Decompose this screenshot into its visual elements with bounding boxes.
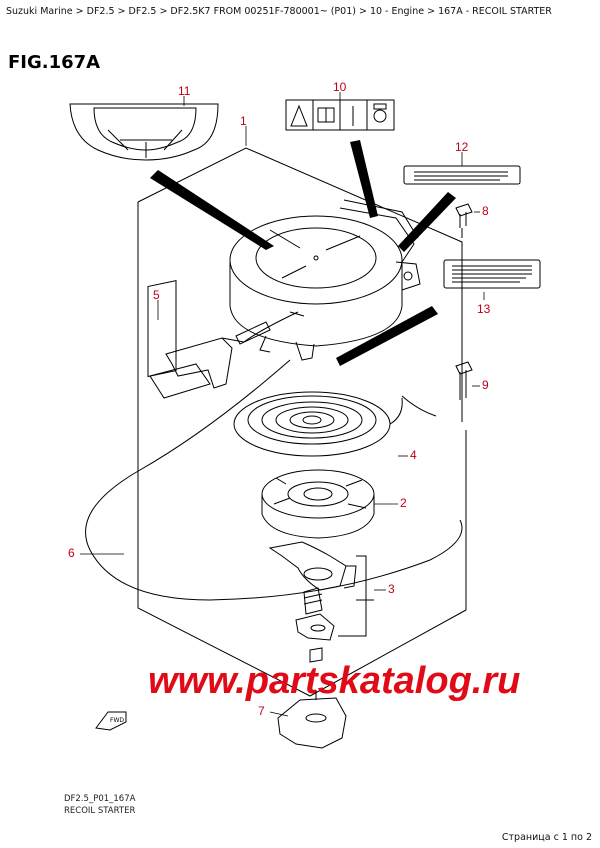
part-11-seal [69, 103, 219, 161]
pointer-wedges [150, 140, 456, 366]
callout-2: 2 [400, 496, 407, 510]
callout-3: 3 [388, 582, 395, 596]
figure-title: FIG.167A [8, 52, 101, 73]
part-13-label [443, 259, 541, 289]
part-8-bolt [455, 203, 473, 238]
part-9-bolt [455, 361, 473, 408]
part-1-housing [229, 199, 421, 361]
leader-lines [80, 92, 485, 717]
callout-6: 6 [68, 546, 75, 560]
callout-5: 5 [153, 288, 160, 302]
part-7-guide [277, 690, 347, 749]
callout-9: 9 [482, 378, 489, 392]
fwd-label: FWD [110, 717, 124, 724]
assembly-box [137, 147, 467, 697]
breadcrumb[interactable]: Suzuki Marine > DF2.5 > DF2.5 > DF2.5K7 … [6, 6, 552, 17]
callout-12: 12 [455, 140, 469, 154]
callout-4: 4 [410, 448, 417, 462]
part-12-label [403, 165, 521, 185]
callout-1: 1 [240, 114, 247, 128]
callout-13: 13 [477, 302, 491, 316]
callout-7: 7 [258, 704, 265, 718]
figure-name: RECOIL STARTER [64, 806, 136, 816]
part-10-warning-label [285, 99, 395, 131]
callout-8: 8 [482, 204, 489, 218]
callout-10: 10 [333, 80, 347, 94]
part-5-handle [147, 279, 271, 399]
pagination: Страница с 1 по 2 [501, 832, 592, 843]
figure-code: DF2.5_P01_167A [64, 794, 136, 804]
part-6-rope [85, 311, 463, 601]
part-3-ratchet [268, 541, 374, 663]
callout-11: 11 [178, 84, 191, 98]
part-4-spring [233, 391, 403, 457]
fwd-arrow-icon: FWD [95, 711, 127, 731]
watermark: www.partskatalog.ru [148, 660, 521, 702]
part-2-reel [261, 469, 375, 539]
